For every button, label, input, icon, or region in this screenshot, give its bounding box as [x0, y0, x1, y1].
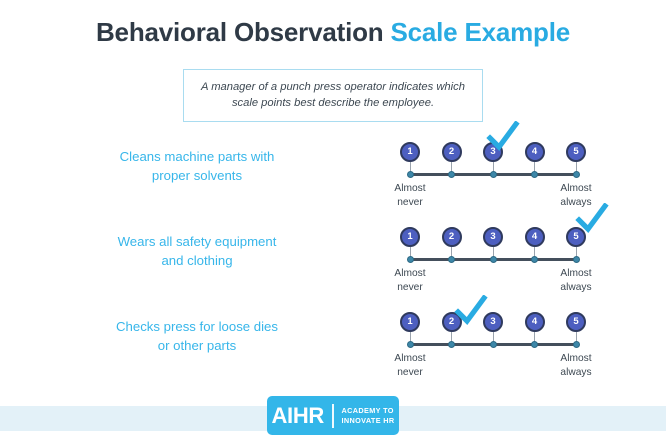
rating-scale: 1 2 3 4 5 Almost never Almo [394, 295, 592, 395]
instruction-line-1: A manager of a punch press operator indi… [201, 81, 465, 93]
scale-point-stem [409, 332, 411, 345]
scale-point-stem [492, 162, 494, 175]
scale-high-anchor-label: Almost always [538, 267, 614, 295]
scale-row-label: Checks press for loose dies or other par… [72, 317, 322, 355]
logo-tagline-line-2: INNOVATE HR [341, 415, 395, 425]
scale-point-node[interactable] [406, 340, 414, 348]
scale-high-anchor-line-1: Almost [560, 268, 592, 279]
scale-point-bubble[interactable]: 5 [566, 142, 586, 162]
scale-point-bubble[interactable]: 1 [400, 227, 420, 247]
scale-point-bubble[interactable]: 1 [400, 312, 420, 332]
scale-row: Checks press for loose dies or other par… [0, 295, 666, 395]
scale-low-anchor-line-2: never [397, 367, 423, 378]
scale-point-stem [575, 162, 577, 175]
scale-low-anchor-label: Almost never [372, 182, 448, 210]
scale-point-node[interactable] [531, 340, 538, 348]
rating-scale: 1 2 3 4 5 Almost never Almo [394, 203, 609, 310]
scale-point-node[interactable] [572, 340, 580, 348]
scale-point-stem [575, 332, 577, 345]
scale-point-node[interactable] [406, 255, 414, 263]
scale-point-node[interactable] [531, 170, 538, 178]
scale-point-stem [575, 247, 577, 260]
scale-row-label-line-1: Wears all safety equipment [117, 234, 277, 249]
scale-point-bubble[interactable]: 1 [400, 142, 420, 162]
scale-point-bubble[interactable]: 3 [483, 227, 503, 247]
scale-row-label: Cleans machine parts with proper solvent… [72, 147, 322, 185]
scale-row-label-line-2: proper solvents [151, 168, 243, 183]
scale-row-label-line-2: or other parts [157, 338, 237, 353]
scale-point-bubble[interactable]: 5 [566, 312, 586, 332]
checkmark-icon [486, 121, 520, 155]
scale-point-stem [451, 247, 452, 260]
scale-low-anchor-line-2: never [397, 197, 423, 208]
scale-row-label-line-2: and clothing [161, 253, 233, 268]
checkmark-icon [454, 295, 488, 329]
scale-row-label-line-1: Cleans machine parts with [119, 149, 275, 164]
scale-point-bubble[interactable]: 2 [441, 312, 462, 332]
page-title-accent: Scale Example [390, 17, 571, 47]
scale-high-anchor-label: Almost always [538, 182, 614, 210]
scale-point-node[interactable] [489, 255, 497, 263]
scale-point-bubble[interactable]: 5 [566, 227, 586, 247]
logo-tagline: ACADEMY TO INNOVATE HR [334, 406, 395, 425]
scale-point-stem [409, 247, 411, 260]
rating-scale: 1 2 3 4 5 Almost never Almo [394, 121, 592, 225]
aihr-logo[interactable]: AIHR ACADEMY TO INNOVATE HR [267, 396, 399, 435]
checkmark-icon [575, 203, 609, 237]
scale-high-anchor-line-2: always [560, 197, 592, 208]
scale-point-bubble[interactable]: 4 [524, 312, 545, 332]
scale-point-node[interactable] [448, 170, 455, 178]
scale-point-node[interactable] [572, 170, 580, 178]
scale-point-node[interactable] [489, 340, 497, 348]
scale-low-anchor-line-1: Almost [394, 183, 426, 194]
scale-low-anchor-line-1: Almost [394, 268, 426, 279]
scale-point-node[interactable] [448, 340, 455, 348]
scale-point-bubble[interactable]: 4 [524, 227, 545, 247]
scale-point-node[interactable] [448, 255, 455, 263]
scale-point-stem [534, 247, 535, 260]
scale-point-stem [534, 332, 535, 345]
scale-point-stem [534, 162, 535, 175]
scale-row-label-line-1: Checks press for loose dies [116, 319, 278, 334]
scale-high-anchor-label: Almost always [538, 352, 614, 380]
instruction-line-2: scale points best describe the employee. [231, 97, 435, 109]
scale-row: Cleans machine parts with proper solvent… [0, 121, 666, 225]
scale-high-anchor-line-2: always [560, 367, 592, 378]
scale-point-stem [492, 247, 494, 260]
page-title-primary: Behavioral Observation [95, 17, 384, 47]
scale-point-stem [451, 332, 452, 345]
scale-low-anchor-label: Almost never [372, 267, 448, 295]
scale-low-anchor-line-1: Almost [394, 353, 426, 364]
scale-high-anchor-line-1: Almost [560, 353, 592, 364]
scale-point-node[interactable] [572, 255, 580, 263]
logo-wordmark: AIHR [271, 402, 325, 428]
scale-point-stem [451, 162, 452, 175]
scale-point-bubble[interactable]: 2 [441, 227, 462, 247]
scale-row-label: Wears all safety equipment and clothing [72, 232, 322, 270]
scale-point-bubble[interactable]: 2 [441, 142, 462, 162]
scale-point-node[interactable] [406, 170, 414, 178]
logo-tagline-line-1: ACADEMY TO [341, 406, 394, 415]
scale-point-bubble[interactable]: 4 [524, 142, 545, 162]
logo-divider [332, 403, 334, 428]
page-title: Behavioral Observation Scale Example [0, 17, 666, 48]
scale-point-node[interactable] [531, 255, 538, 263]
instruction-callout: A manager of a punch press operator indi… [183, 69, 483, 122]
scale-point-stem [409, 162, 411, 175]
scale-high-anchor-line-1: Almost [560, 183, 592, 194]
scale-point-node[interactable] [489, 170, 497, 178]
scale-low-anchor-label: Almost never [372, 352, 448, 380]
scale-high-anchor-line-2: always [560, 282, 592, 293]
scale-point-bubble[interactable]: 3 [483, 312, 503, 332]
scale-low-anchor-line-2: never [397, 282, 423, 293]
scale-row: Wears all safety equipment and clothing … [0, 203, 666, 310]
scale-point-stem [492, 332, 494, 345]
